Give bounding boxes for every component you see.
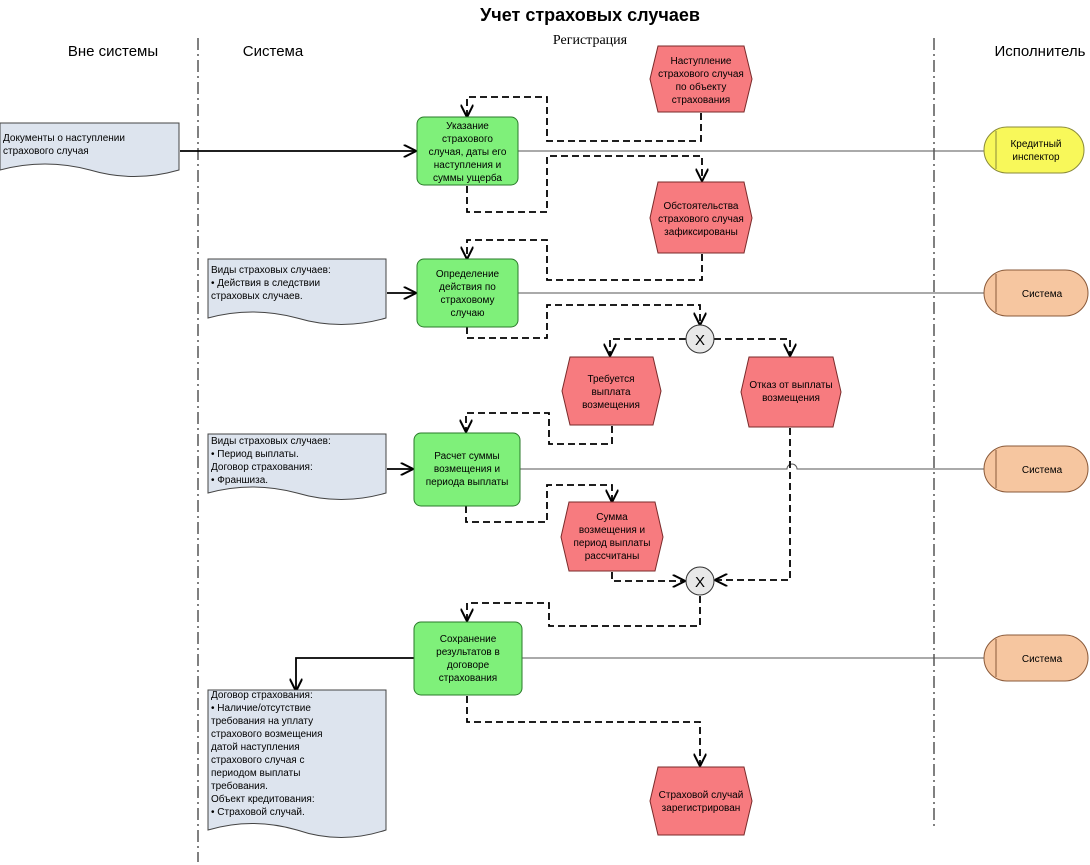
svg-text:• Действия в следствии: • Действия в следствии xyxy=(211,278,320,289)
svg-text:выплата: выплата xyxy=(591,387,631,398)
control-flow-arrows xyxy=(466,96,790,765)
svg-text:страхования: страхования xyxy=(672,95,730,106)
lane-header-system: Система xyxy=(243,43,304,60)
svg-text:Указание: Указание xyxy=(446,121,489,132)
svg-text:Виды страховых случаев:: Виды страховых случаев: xyxy=(211,436,331,447)
svg-text:Система: Система xyxy=(1022,289,1063,300)
svg-text:Система: Система xyxy=(1022,465,1063,476)
function-calculate-compensation: Расчет суммы возмещения и периода выплат… xyxy=(413,432,521,507)
event-case-registered: Страховой случай зарегистрирован xyxy=(649,766,753,836)
document-contract-results: Договор страхования: • Наличие/отсутстви… xyxy=(207,689,387,838)
svg-text:Виды страховых случаев:: Виды страховых случаев: xyxy=(211,265,331,276)
lane-header-outside: Вне системы xyxy=(68,43,158,60)
system-node-2: Система xyxy=(983,445,1089,493)
svg-text:страхования: страхования xyxy=(439,673,497,684)
svg-text:возмещения: возмещения xyxy=(582,400,640,411)
svg-text:случаю: случаю xyxy=(450,308,485,319)
xor-gate-join: X xyxy=(685,566,715,596)
system-node-1: Система xyxy=(983,269,1089,317)
document-case-types-actions: Виды страховых случаев: • Действия в сле… xyxy=(207,258,387,325)
svg-text:датой наступления: датой наступления xyxy=(211,742,300,753)
svg-text:• Франшиза.: • Франшиза. xyxy=(211,475,268,486)
function-save-results: Сохранение результатов в договоре страхо… xyxy=(413,621,523,696)
svg-text:требования на уплату: требования на уплату xyxy=(211,715,313,727)
association-lines xyxy=(518,150,985,659)
svg-text:Документы о наступлении: Документы о наступлении xyxy=(3,133,125,144)
svg-text:Обстоятельства: Обстоятельства xyxy=(664,200,739,212)
svg-text:суммы ущерба: суммы ущерба xyxy=(433,172,502,184)
svg-text:Наступление: Наступление xyxy=(671,56,732,67)
svg-text:периодом выплаты: периодом выплаты xyxy=(211,768,300,779)
svg-text:требования.: требования. xyxy=(211,780,268,792)
svg-text:страховых случаев.: страховых случаев. xyxy=(211,291,303,302)
svg-text:Система: Система xyxy=(1022,654,1063,665)
svg-text:• Наличие/отсутствие: • Наличие/отсутствие xyxy=(211,703,311,714)
svg-text:страхового случая: страхового случая xyxy=(658,214,744,225)
event-payment-required: Требуется выплата возмещения xyxy=(561,356,662,426)
svg-text:Расчет суммы: Расчет суммы xyxy=(434,451,499,462)
function-determine-action: Определение действия по страховому случа… xyxy=(416,258,519,328)
svg-text:действия по: действия по xyxy=(439,282,496,293)
svg-text:• Страховой случай.: • Страховой случай. xyxy=(211,807,305,818)
svg-text:периода выплаты: периода выплаты xyxy=(426,477,509,488)
svg-text:наступления и: наступления и xyxy=(434,160,501,171)
svg-text:Определение: Определение xyxy=(436,269,500,280)
svg-text:X: X xyxy=(695,574,705,591)
svg-text:страховому: страховому xyxy=(441,295,495,306)
svg-text:Договор страхования:: Договор страхования: xyxy=(211,462,313,473)
svg-text:Объект кредитования:: Объект кредитования: xyxy=(211,793,315,805)
svg-text:страхового случая: страхового случая xyxy=(658,69,744,80)
svg-text:результатов в: результатов в xyxy=(436,647,500,658)
svg-text:случая, даты его: случая, даты его xyxy=(429,147,507,158)
svg-text:инспектор: инспектор xyxy=(1012,152,1060,163)
document-arrows xyxy=(180,151,415,690)
svg-text:Отказ от выплаты: Отказ от выплаты xyxy=(749,380,832,391)
xor-gate-split: X xyxy=(685,324,715,354)
svg-text:зафиксированы: зафиксированы xyxy=(664,226,738,238)
svg-text:рассчитаны: рассчитаны xyxy=(585,551,640,562)
svg-text:• Период выплаты.: • Период выплаты. xyxy=(211,449,299,460)
svg-text:зарегистрирован: зарегистрирован xyxy=(662,803,741,814)
event-circumstances-recorded: Обстоятельства страхового случая зафикси… xyxy=(649,181,753,254)
svg-text:Требуется: Требуется xyxy=(587,373,634,385)
function-specify-case: Указание страхового случая, даты его нас… xyxy=(416,116,519,186)
diagram-subtitle: Регистрация xyxy=(553,33,628,48)
svg-text:Договор страхования:: Договор страхования: xyxy=(211,690,313,701)
svg-text:Сохранение: Сохранение xyxy=(440,634,497,645)
svg-text:Сумма: Сумма xyxy=(596,512,628,523)
svg-text:возмещения и: возмещения и xyxy=(579,525,645,536)
system-node-3: Система xyxy=(983,634,1089,682)
document-insurance-docs: Документы о наступлении страхового случа… xyxy=(0,122,180,177)
diagram-title: Учет страховых случаев xyxy=(480,5,700,25)
svg-text:страхового случая с: страхового случая с xyxy=(211,755,304,766)
svg-text:по объекту: по объекту xyxy=(676,81,727,93)
role-credit-inspector: Кредитный инспектор xyxy=(983,126,1085,174)
event-amount-calculated: Сумма возмещения и период выплаты рассчи… xyxy=(560,501,664,572)
svg-text:страхового возмещения: страхового возмещения xyxy=(211,729,323,740)
svg-text:страхового: страхового xyxy=(442,134,493,145)
svg-text:страхового случая: страхового случая xyxy=(3,146,89,157)
svg-text:Страховой случай: Страховой случай xyxy=(659,790,744,801)
event-case-occurred: Наступление страхового случая по объекту… xyxy=(649,45,753,113)
svg-text:договоре: договоре xyxy=(447,660,490,671)
lane-header-executor: Исполнитель xyxy=(995,43,1086,60)
document-case-types-period: Виды страховых случаев: • Период выплаты… xyxy=(207,433,387,500)
svg-text:возмещения и: возмещения и xyxy=(434,464,500,475)
svg-text:Кредитный: Кредитный xyxy=(1010,139,1061,150)
event-payment-refused: Отказ от выплаты возмещения xyxy=(740,356,842,428)
svg-text:X: X xyxy=(695,332,705,349)
svg-text:возмещения: возмещения xyxy=(762,393,820,404)
svg-text:период выплаты: период выплаты xyxy=(574,538,651,549)
